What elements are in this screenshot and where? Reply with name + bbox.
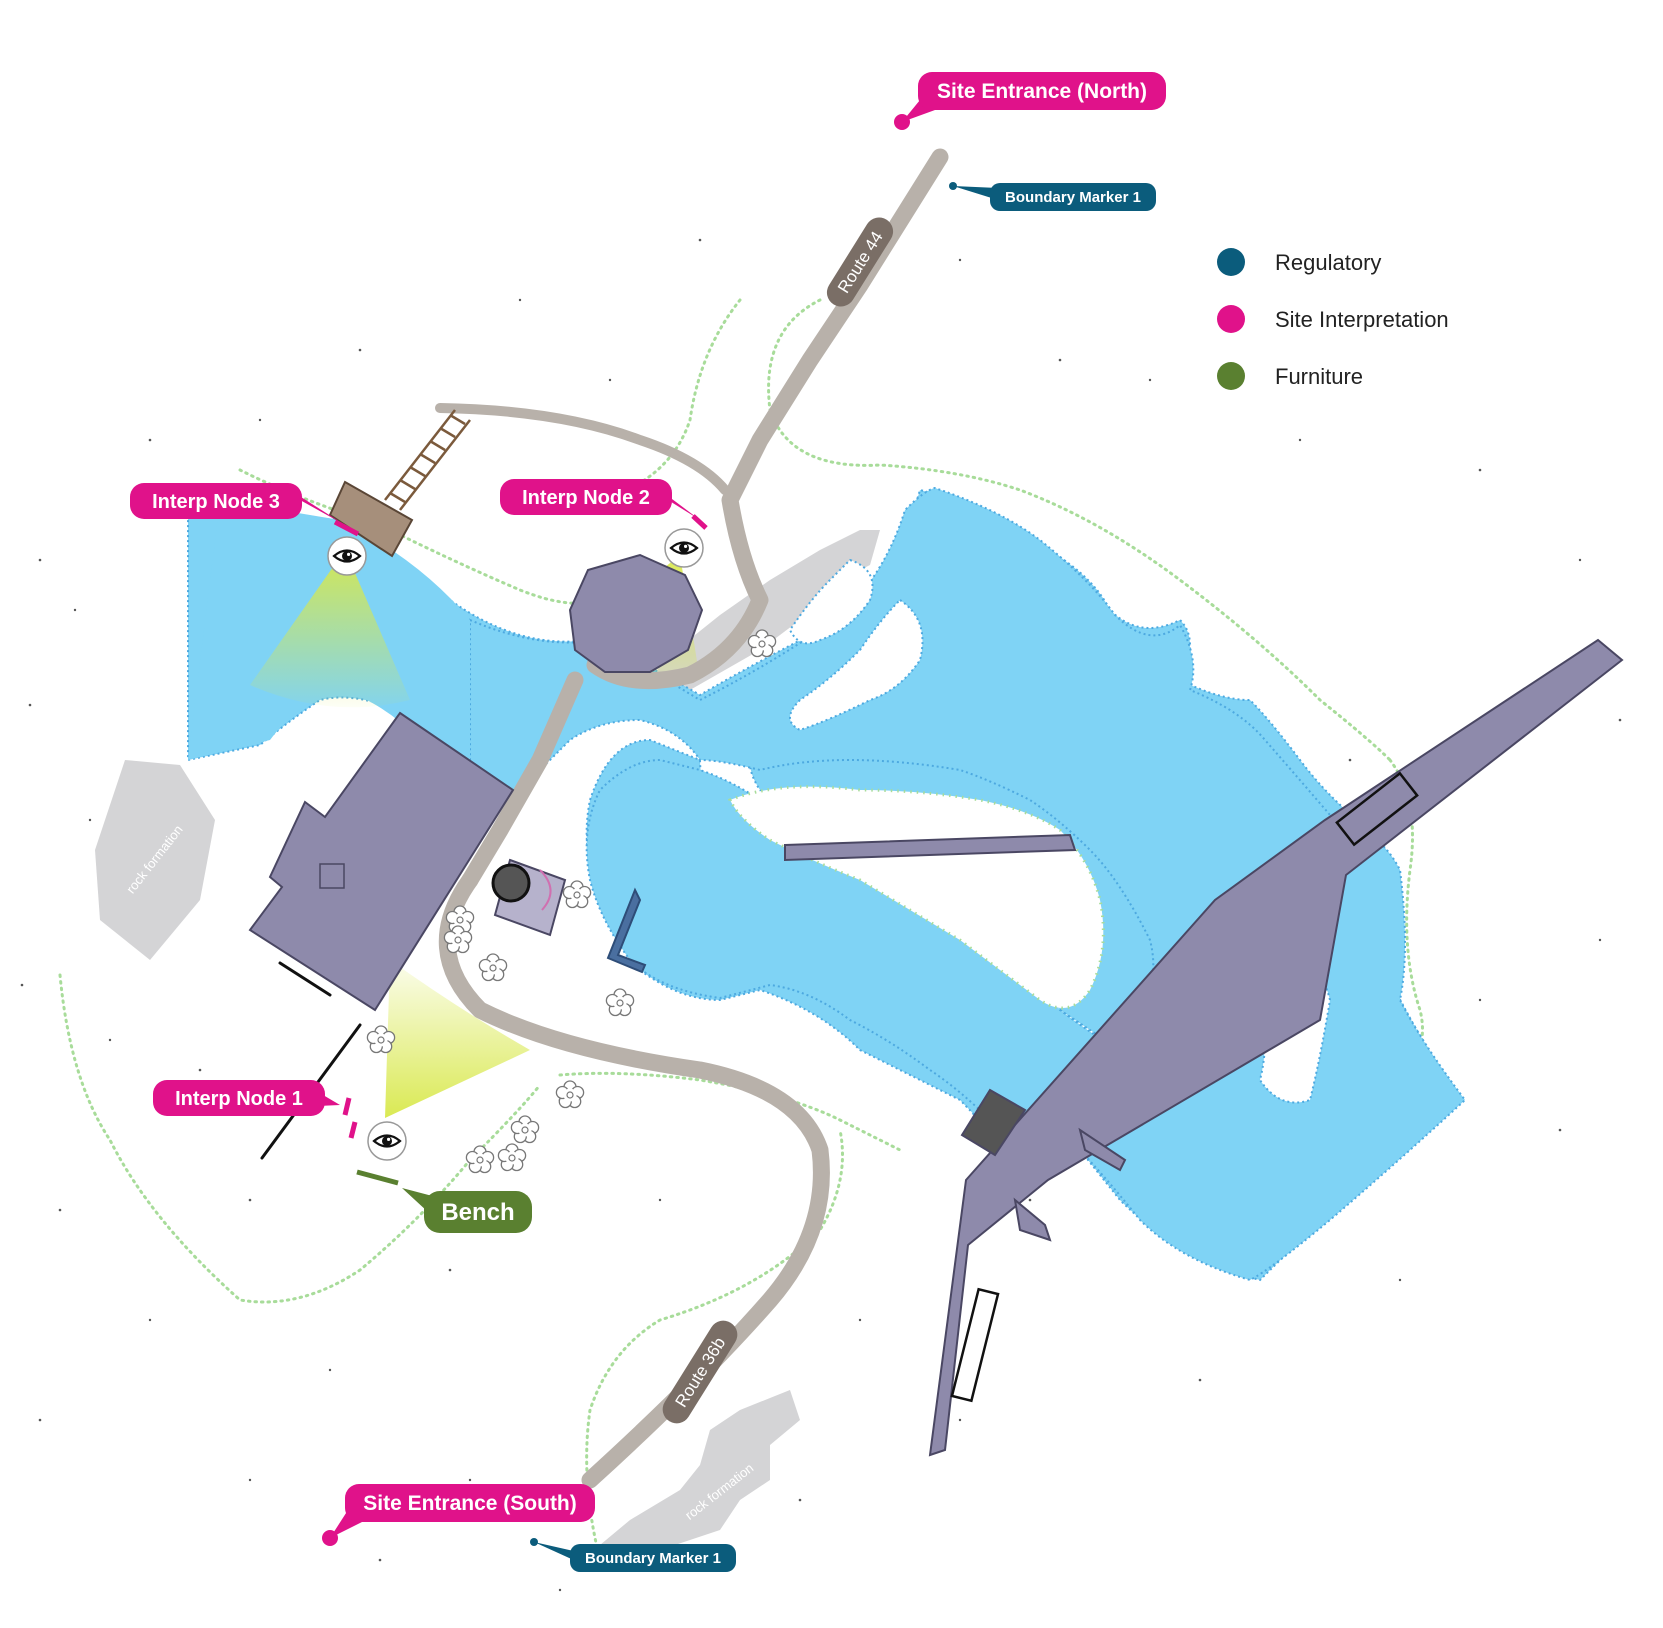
gazebo (568, 553, 704, 673)
kiosk-marker (491, 863, 531, 903)
callout-bench[interactable]: Bench (402, 1188, 532, 1233)
flower-icon (510, 1115, 540, 1144)
bridge-spur-1 (1078, 1127, 1127, 1172)
viewshed-node1 (385, 960, 530, 1118)
roads (435, 148, 949, 1489)
kiosk-arc (539, 869, 552, 911)
rock-formation-west (95, 760, 215, 960)
route-44 (586, 148, 949, 690)
flower-icon (562, 880, 592, 909)
legend-swatch (1217, 248, 1245, 276)
ground-speckles (20, 238, 1622, 1592)
island-2 (789, 598, 924, 732)
callout-boundary-north-label: Boundary Marker 1 (1005, 189, 1141, 206)
eye-icon[interactable] (326, 535, 368, 577)
bridge-spur-2 (1013, 1197, 1052, 1242)
island-1 (788, 558, 874, 645)
interp-ticks (333, 514, 708, 1139)
bridge-main (928, 638, 1624, 1457)
boardwalk-ladder (384, 409, 471, 511)
callout-boundary-north[interactable]: Boundary Marker 1 (949, 182, 1156, 211)
flower-icon (555, 1080, 585, 1109)
flower-icon (497, 1143, 527, 1172)
legend-swatch (1217, 362, 1245, 390)
building-hatch (319, 863, 345, 889)
bench-mark (356, 1169, 399, 1186)
callout-node1[interactable]: Interp Node 1 (153, 1080, 340, 1116)
callout-node2-label: Interp Node 2 (522, 487, 650, 509)
callouts: Site Entrance (North) Boundary Marker 1 … (130, 72, 1166, 1572)
road-north-loop (435, 403, 730, 495)
callout-entrance-north[interactable]: Site Entrance (North) (894, 72, 1166, 130)
causeway (461, 671, 584, 889)
callout-node2[interactable]: Interp Node 2 (500, 479, 700, 520)
callout-node1-label: Interp Node 1 (175, 1088, 303, 1110)
legend-label: Regulatory (1275, 250, 1381, 275)
walls (260, 961, 362, 1160)
viewshed-node3 (250, 550, 410, 708)
callout-boundary-south-label: Boundary Marker 1 (585, 1550, 721, 1567)
eye-icon[interactable] (366, 1120, 408, 1162)
legend-swatch (1217, 305, 1245, 333)
overlook-platform (328, 480, 414, 558)
pier-spur (784, 833, 1077, 862)
jetty (606, 887, 647, 974)
callout-node3[interactable]: Interp Node 3 (130, 483, 345, 525)
legend-label: Site Interpretation (1275, 307, 1449, 332)
flower-icon (465, 1145, 495, 1174)
main-building (248, 711, 515, 1012)
bridge-bay-2 (950, 1287, 1000, 1403)
route-36b (438, 871, 830, 1489)
bridge-bay (1335, 771, 1419, 847)
bridge-abutment (960, 1088, 1027, 1157)
callout-entrance-south[interactable]: Site Entrance (South) (322, 1484, 595, 1546)
rock-formation-south (600, 1390, 800, 1560)
eye-icon[interactable] (663, 527, 705, 569)
flower-icon (605, 988, 635, 1017)
callout-entrance-south-label: Site Entrance (South) (363, 1492, 577, 1515)
callout-entrance-north-label: Site Entrance (North) (937, 80, 1147, 103)
legend-label: Furniture (1275, 364, 1363, 389)
flower-icon (478, 953, 508, 982)
callout-boundary-south[interactable]: Boundary Marker 1 (530, 1538, 736, 1572)
structures (248, 409, 1624, 1457)
callout-bench-label: Bench (441, 1199, 514, 1226)
callout-node3-label: Interp Node 3 (152, 491, 280, 513)
